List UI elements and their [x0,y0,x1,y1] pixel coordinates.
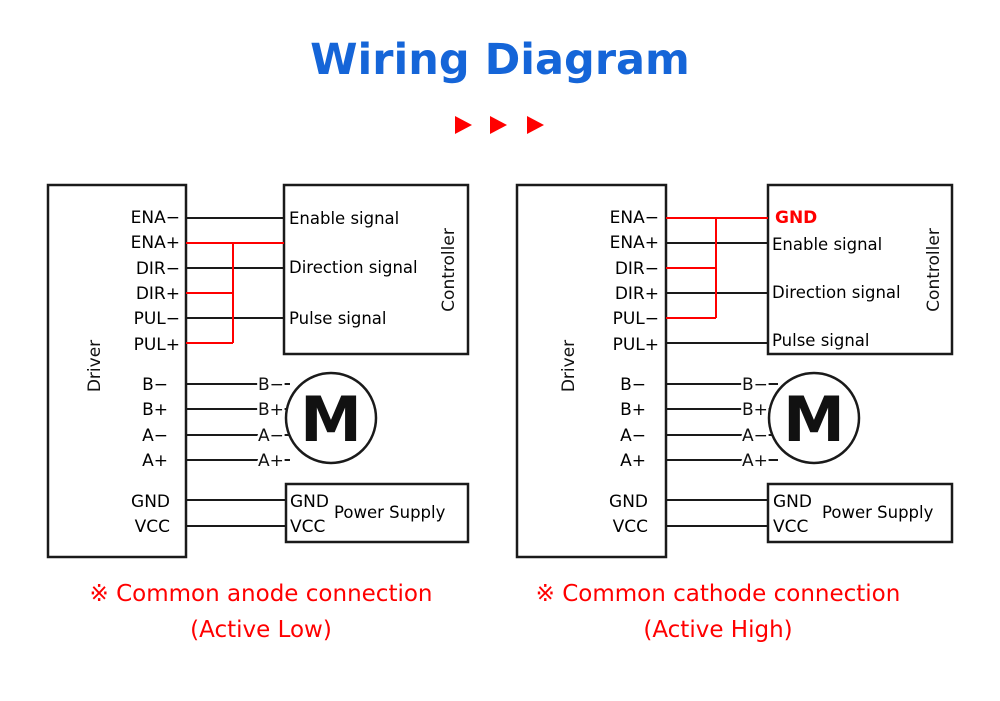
pulse-signal-label: Pulse signal [289,309,387,328]
pin-dir-plus: DIR+ [136,284,180,304]
motor-wires [186,383,290,461]
pin-ena-plus: ENA+ [131,233,180,253]
motor-wires [666,383,778,461]
page-title: Wiring Diagram [310,35,690,85]
cathode-wiring-panel: Driver ENA− ENA+ DIR− DIR+ PUL− PUL+ B− … [515,183,954,643]
pin-ena-plus: ENA+ [610,233,659,253]
pin-vcc: VCC [613,517,648,537]
motor-circle [284,371,378,465]
common-anode-wires [186,242,284,344]
caption-active-level: (Active Low) [190,617,332,643]
anode-wiring-panel: Driver ENA− ENA+ DIR− DIR+ PUL− PUL+ B− … [46,183,470,643]
pin-a-plus: A+ [142,451,168,471]
motor-pin-b-plus: B+ [742,400,768,420]
pin-gnd: GND [609,492,648,512]
signal-wires [186,217,284,319]
pin-a-minus: A− [142,426,168,446]
pin-b-minus: B− [620,375,646,395]
enable-signal-label: Enable signal [289,209,399,228]
driver-label: Driver [85,340,105,392]
motor-label: M [783,383,845,456]
controller-box [766,183,954,356]
pin-pul-minus: PUL− [134,309,180,329]
controller-label: Controller [924,228,944,312]
pin-pul-minus: PUL− [613,309,659,329]
power-supply-label: Power Supply [334,503,446,522]
caption-connection: ※ Common cathode connection [536,581,901,607]
supply-pin-gnd: GND [773,492,812,512]
motor-label: M [300,383,362,456]
motor-pin-b-plus: B+ [258,400,284,420]
pin-gnd: GND [131,492,170,512]
pin-ena-minus: ENA− [131,208,180,228]
pin-pul-plus: PUL+ [613,335,659,355]
pin-a-minus: A− [620,426,646,446]
play-arrow-icon [455,116,472,134]
common-cathode-wires [666,217,768,319]
motor-pin-a-minus: A− [258,426,284,446]
direction-signal-label: Direction signal [772,283,901,302]
pin-b-plus: B+ [620,400,646,420]
pulse-signal-label: Pulse signal [772,331,870,350]
power-wires [666,499,768,527]
direction-signal-label: Direction signal [289,258,418,277]
pin-vcc: VCC [135,517,170,537]
play-arrow-icon [527,116,544,134]
pin-dir-minus: DIR− [136,259,180,279]
driver-box [515,183,668,559]
pin-dir-plus: DIR+ [615,284,659,304]
supply-pin-vcc: VCC [773,517,808,537]
supply-pin-vcc: VCC [290,517,325,537]
pin-dir-minus: DIR− [615,259,659,279]
arrow-markers [455,116,544,134]
caption-connection: ※ Common anode connection [89,581,432,607]
caption-active-level: (Active High) [643,617,792,643]
driver-box [46,183,188,559]
pin-b-plus: B+ [142,400,168,420]
pin-b-minus: B− [142,375,168,395]
enable-signal-label: Enable signal [772,235,882,254]
pin-pul-plus: PUL+ [134,335,180,355]
pin-ena-minus: ENA− [610,208,659,228]
motor-pin-b-minus: B− [258,375,284,395]
motor-circle [767,371,861,465]
controller-box [282,183,470,356]
power-wires [186,499,286,527]
controller-gnd-label: GND [775,208,817,228]
motor-pin-a-plus: A+ [258,451,284,471]
motor-pin-a-minus: A− [742,426,768,446]
power-supply-label: Power Supply [822,503,934,522]
supply-pin-gnd: GND [290,492,329,512]
controller-label: Controller [439,228,459,312]
power-supply-box [766,482,954,544]
power-supply-box [284,482,470,544]
play-arrow-icon [490,116,507,134]
driver-label: Driver [559,340,579,392]
motor-pin-a-plus: A+ [742,451,768,471]
motor-pin-b-minus: B− [742,375,768,395]
pin-a-plus: A+ [620,451,646,471]
